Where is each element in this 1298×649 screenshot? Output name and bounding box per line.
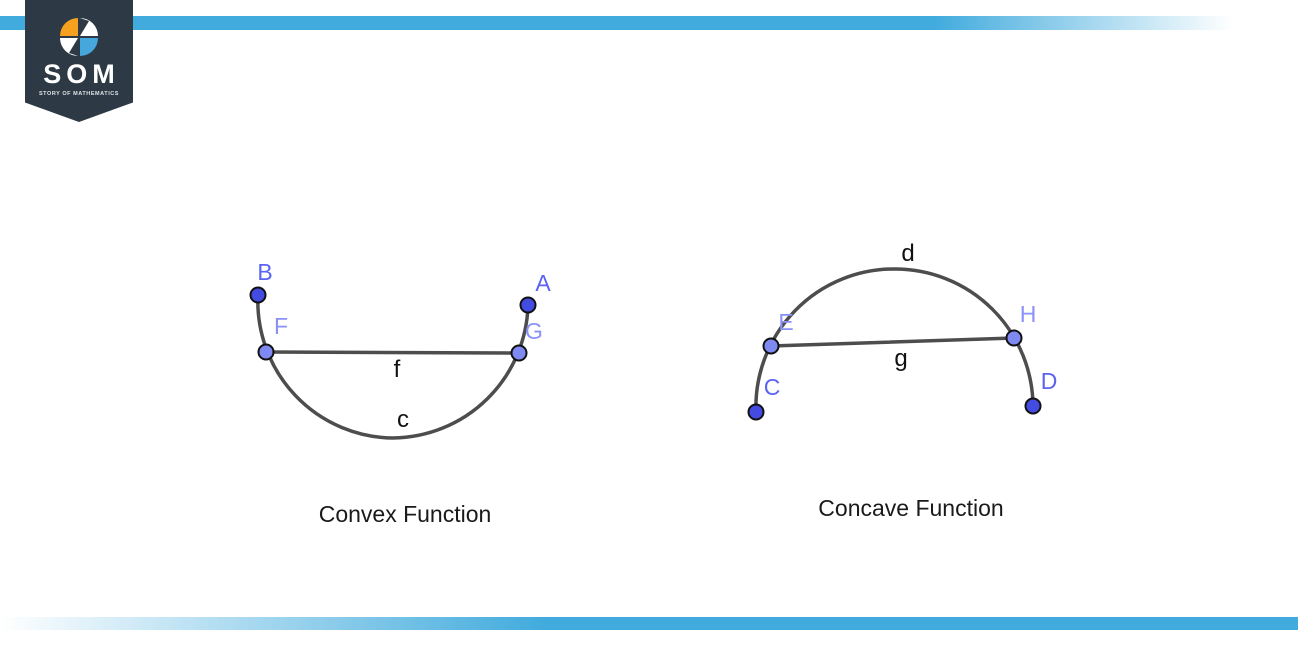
convex-curve-c (256, 293, 530, 440)
point-label-B: B (257, 259, 272, 285)
som-pinwheel-icon (60, 18, 98, 56)
point-H (1005, 329, 1023, 347)
point-D (1024, 397, 1042, 415)
point-C (747, 403, 765, 421)
logo-brand-text: SOM (43, 59, 120, 89)
point-B (249, 286, 267, 304)
point-label-D: D (1041, 368, 1058, 394)
icon-slash-bottom (69, 38, 78, 56)
chord-segment-f (264, 350, 521, 355)
chord-label-f: f (394, 356, 401, 383)
point-G (510, 344, 528, 362)
point-E (762, 337, 780, 355)
icon-slash-top (80, 18, 89, 36)
curve-label-c: c (397, 406, 409, 433)
icon-blue-quadrant (80, 38, 98, 56)
point-label-C: C (764, 374, 781, 400)
icon-orange-quadrant (60, 18, 78, 36)
point-label-G: G (525, 318, 543, 344)
logo-tagline-text: STORY OF MATHEMATICS (38, 91, 120, 97)
som-logo-badge: SOM STORY OF MATHEMATICS (25, 0, 133, 122)
point-A (519, 296, 537, 314)
bottom-stripe (0, 617, 1298, 630)
convex-caption: Convex Function (318, 501, 492, 527)
concave-function-diagram: E H C D d g (747, 240, 1058, 421)
chord-segment-g (769, 336, 1016, 348)
top-stripe (0, 16, 1298, 30)
point-label-H: H (1020, 301, 1037, 327)
point-F (257, 343, 275, 361)
convex-function-diagram: B F G A f c (249, 259, 551, 440)
point-label-E: E (778, 309, 793, 335)
point-label-F: F (274, 313, 288, 339)
concave-caption: Concave Function (818, 495, 1004, 521)
chord-label-g: g (894, 345, 907, 372)
point-label-A: A (535, 270, 551, 296)
curve-label-d: d (901, 240, 914, 267)
